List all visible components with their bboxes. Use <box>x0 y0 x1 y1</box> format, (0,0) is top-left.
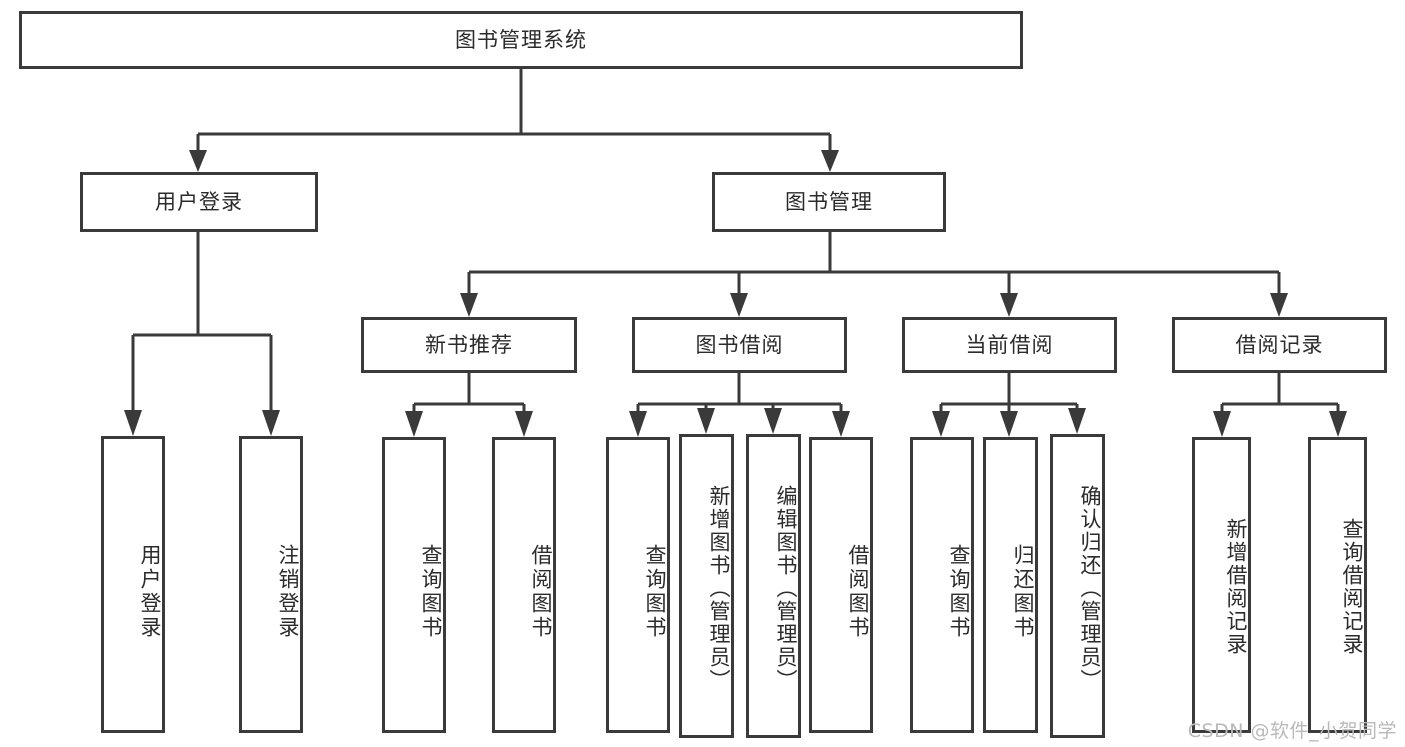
node-label: 编辑图书（管理员） <box>774 484 798 692</box>
leaf-add-book-admin[interactable]: 新增图书（管理员） <box>679 434 734 738</box>
node-label: 借阅图书 <box>529 544 553 640</box>
leaf-add-borrow-record[interactable]: 新增借阅记录 <box>1192 437 1251 733</box>
node-label: 归还图书 <box>1011 544 1035 640</box>
node-label: 查询图书 <box>643 544 667 640</box>
node-label: 借阅记录 <box>1235 332 1324 357</box>
node-label: 新书推荐 <box>425 332 513 357</box>
node-borrow-records[interactable]: 借阅记录 <box>1172 317 1387 373</box>
leaf-edit-book-admin[interactable]: 编辑图书（管理员） <box>746 434 801 738</box>
node-label: 查询图书 <box>419 544 443 640</box>
node-label: 查询借阅记录 <box>1340 518 1364 656</box>
node-label: 注销登录 <box>276 543 300 640</box>
leaf-query-book-borrow[interactable]: 查询图书 <box>606 437 670 733</box>
node-book-borrow[interactable]: 图书借阅 <box>632 317 847 373</box>
node-current-borrow[interactable]: 当前借阅 <box>902 317 1117 373</box>
leaf-user-logout[interactable]: 注销登录 <box>239 436 303 733</box>
node-user-login[interactable]: 用户登录 <box>80 172 318 232</box>
leaf-confirm-return-admin[interactable]: 确认归还（管理员） <box>1050 434 1105 738</box>
node-label: 图书借阅 <box>695 332 784 357</box>
leaf-user-login[interactable]: 用户登录 <box>101 436 165 733</box>
node-label: 借阅图书 <box>846 544 870 640</box>
node-root-system[interactable]: 图书管理系统 <box>19 11 1023 69</box>
leaf-query-borrow-record[interactable]: 查询借阅记录 <box>1308 437 1367 733</box>
node-label: 当前借阅 <box>965 332 1054 357</box>
leaf-borrow-book[interactable]: 借阅图书 <box>809 437 873 733</box>
node-label: 查询图书 <box>947 544 971 640</box>
node-label: 图书管理系统 <box>455 27 587 52</box>
csdn-watermark: CSDN @软件_小贺同学 <box>1187 720 1397 742</box>
node-label: 确认归还（管理员） <box>1078 484 1102 692</box>
node-label: 新增图书（管理员） <box>707 484 731 692</box>
leaf-query-book-current[interactable]: 查询图书 <box>910 437 974 733</box>
node-label: 用户登录 <box>138 543 162 640</box>
node-new-book-recommend[interactable]: 新书推荐 <box>361 317 577 373</box>
node-label: 新增借阅记录 <box>1224 518 1248 656</box>
leaf-return-book[interactable]: 归还图书 <box>983 437 1038 733</box>
node-label: 图书管理 <box>785 189 873 214</box>
node-label: 用户登录 <box>155 189 243 214</box>
node-book-management[interactable]: 图书管理 <box>712 172 946 232</box>
leaf-borrow-book-recommend[interactable]: 借阅图书 <box>492 437 556 733</box>
leaf-query-book-recommend[interactable]: 查询图书 <box>382 437 446 733</box>
